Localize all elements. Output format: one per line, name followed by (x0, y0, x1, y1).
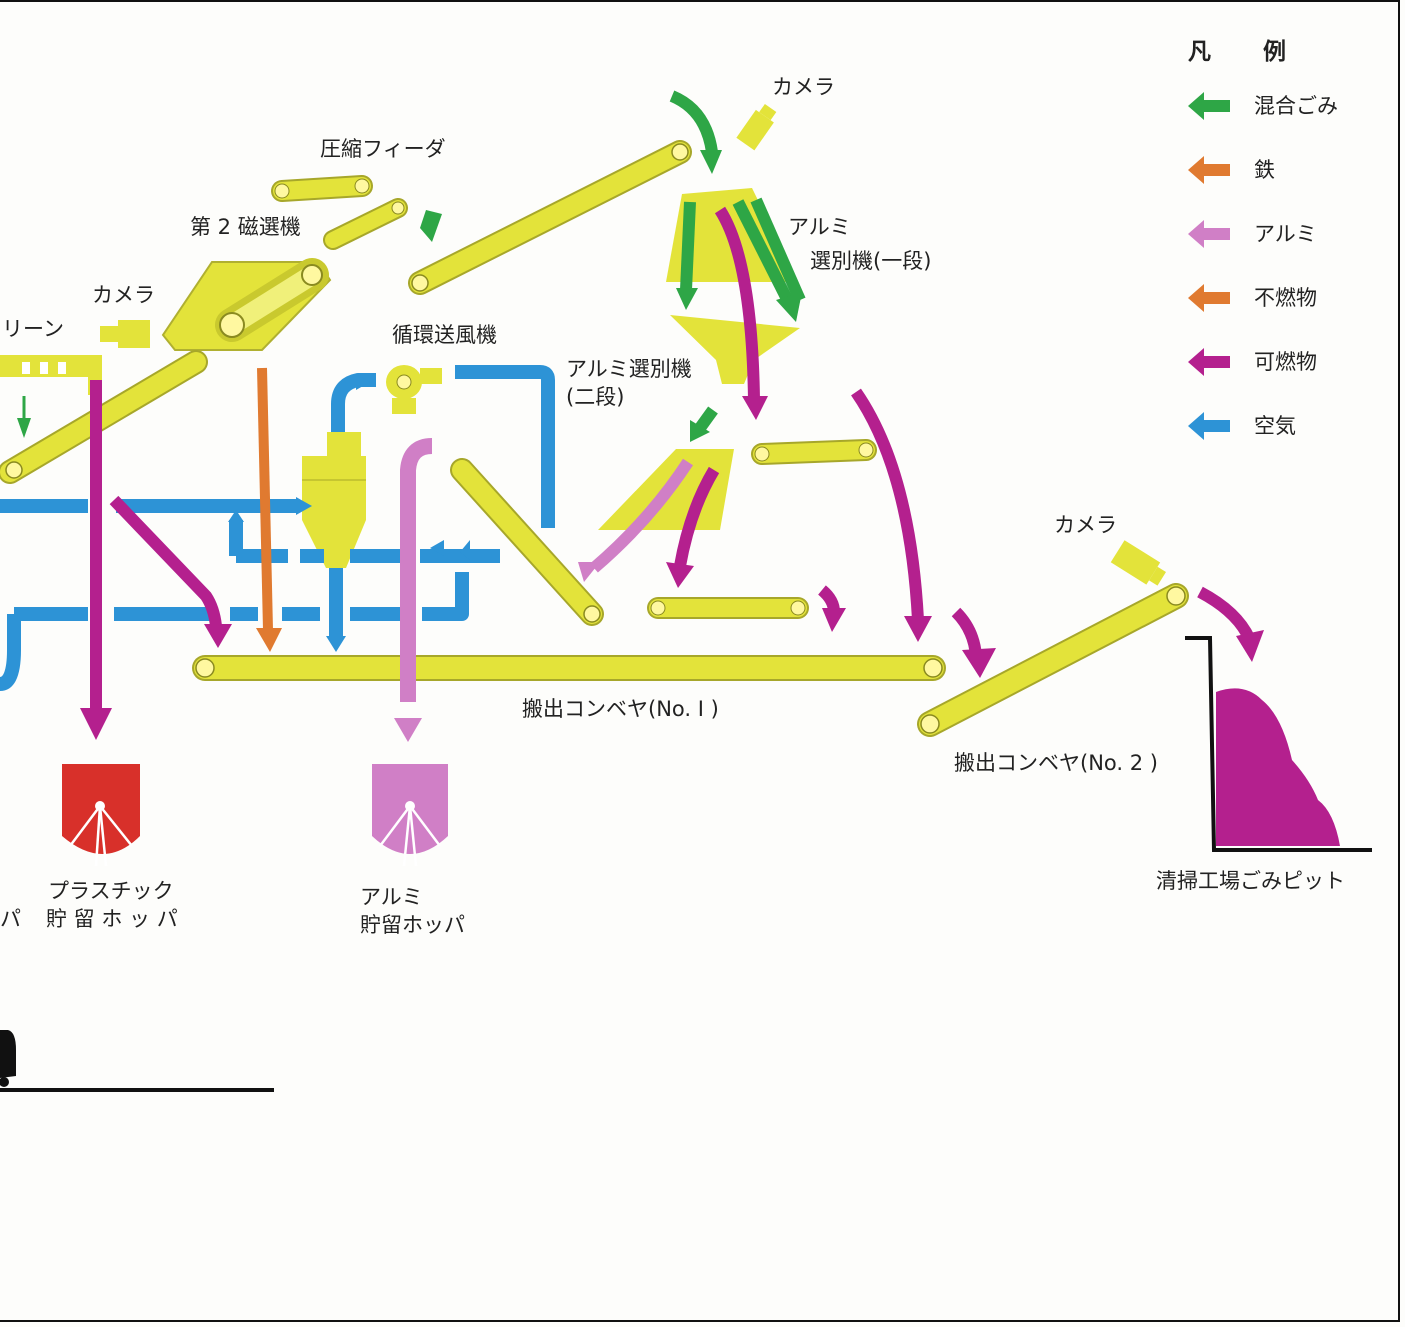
garbage-pit-label: 清掃工場ごみピット (1156, 869, 1345, 893)
camera-top-label: カメラ (772, 75, 835, 99)
carry-out-conveyor-1-label: 搬出コンベヤ(No. I ) (522, 697, 719, 721)
mixed-waste-flows (669, 90, 806, 432)
aluminum-sorter-2-label-line2: (二段) (566, 385, 625, 409)
short-conveyor-b (647, 597, 809, 619)
conveyor-group (0, 140, 1189, 737)
legend-label: 不燃物 (1254, 286, 1317, 310)
camera-right-label: カメラ (1054, 513, 1117, 537)
legend-arrow-icon (1188, 220, 1230, 248)
second-magnetic-separator (161, 258, 332, 351)
aluminum-sorter-2-label-line1: アルミ選別機 (566, 357, 692, 381)
aluminum-hopper-label-line1: アルミ (360, 885, 423, 909)
compression-feeder-label: 圧縮フィーダ (320, 137, 446, 161)
camera-right (1110, 540, 1166, 586)
iron-flow (256, 367, 282, 652)
legend-label: アルミ (1254, 222, 1317, 246)
cyclone-separator (302, 432, 366, 568)
legend-title: 凡 例 (1188, 39, 1309, 65)
legend-label: 可燃物 (1254, 350, 1317, 374)
carry-out-conveyor-2-label: 搬出コンベヤ(No. 2 ) (954, 751, 1158, 775)
aluminum-sorter-1-label-line2: 選別機(一段) (810, 249, 932, 273)
camera-left-label: カメラ (92, 283, 155, 307)
plastic-hopper (62, 764, 140, 867)
carry-out-conveyor-1 (192, 655, 946, 681)
second-magnetic-separator-label: 第 2 磁選機 (190, 215, 301, 239)
mixed-waste-arrowheads (17, 150, 802, 442)
aluminum-hopper-label-line2: 貯留ホッパ (360, 913, 465, 937)
legend-arrow-icon (1188, 284, 1230, 312)
combustible-arrowheads (80, 396, 1264, 740)
diagonal-return-conveyor (450, 458, 604, 626)
left-inclined-conveyor (0, 350, 208, 484)
carry-out-conveyor-2 (917, 583, 1189, 737)
short-conveyor-a (751, 439, 877, 465)
screen-partial-label: リーン (2, 317, 64, 341)
garbage-pit (1185, 636, 1372, 852)
camera-left (100, 320, 150, 348)
plastic-hopper-label-line2: 貯 留 ホ ッ パ (46, 907, 178, 931)
plastic-hopper-label-line1: プラスチック (48, 879, 174, 903)
air-ducts (0, 365, 555, 691)
circulation-blower-label: 循環送風機 (392, 323, 497, 347)
legend-arrow-icon (1188, 412, 1230, 440)
aluminum-sorter-1-label-line1: アルミ (788, 215, 851, 239)
legend-label: 混合ごみ (1254, 94, 1338, 118)
legend-label: 空気 (1254, 414, 1296, 438)
aluminum-flows (394, 438, 694, 742)
compression-feeder (271, 175, 408, 250)
circulation-blower (386, 365, 442, 414)
aluminum-hopper (372, 764, 448, 867)
legend-arrow-icon (1188, 156, 1230, 184)
legend-arrow-icon (1188, 92, 1230, 120)
hopper-partial-label: パ (0, 907, 21, 931)
camera-top (736, 103, 777, 151)
legend-arrow-icon (1188, 348, 1230, 376)
inclined-conveyor (408, 140, 692, 295)
truck-partial (0, 1030, 274, 1092)
legend-label: 鉄 (1254, 158, 1275, 182)
air-arrowheads (228, 374, 470, 652)
